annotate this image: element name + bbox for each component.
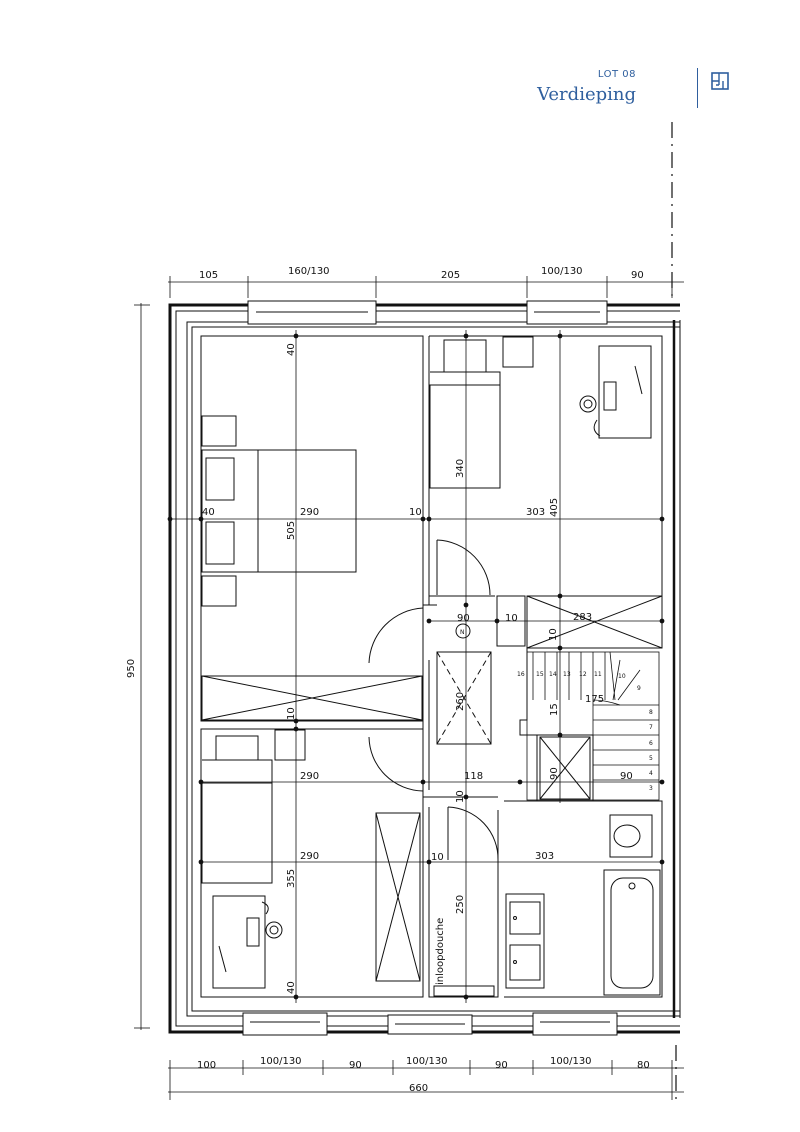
stair-step: 7 [649,724,653,731]
stair-step: 5 [649,755,653,762]
stair-step: 3 [649,785,653,792]
dim-closet-height: 90 [549,767,560,780]
double-bed [201,415,357,607]
title-block: LOT 08 Verdieping [537,66,750,112]
dim-stairs-width2: 90 [620,771,633,782]
dim-bedroom3-wall: 10 [286,707,297,720]
lot-number: LOT 08 [597,69,636,80]
dim-bedroom1-width: 290 [300,507,319,518]
stair-step: 13 [563,671,571,678]
dim-bathroom-height: 250 [455,895,466,914]
stair-step: 11 [594,671,602,678]
header-divider [697,68,698,108]
north-label: N [460,629,465,636]
dim-bedroom2-height2: 405 [549,498,560,517]
stair-void [436,651,492,745]
desk-bedroom3 [212,895,283,989]
dim-bottom: 100 [197,1060,216,1071]
dim-bedroom1-top-margin: 40 [286,343,297,356]
stair-step: 10 [618,673,626,680]
dim-hall-width: 90 [457,613,470,624]
floor-plan-icon [711,72,729,90]
dim-bottom: 90 [495,1060,508,1071]
dim-bedroom1-height: 505 [286,521,297,540]
stair-step: 16 [517,671,525,678]
dim-stairs-width: 175 [585,694,604,705]
dim-top: 205 [441,270,460,281]
dim-bottom: 100/130 [550,1056,592,1067]
wardrobes [201,595,663,982]
staircase [526,651,660,801]
desk-bedroom2 [579,345,652,439]
stair-step: 4 [649,770,653,777]
shower-label: inloopdouche [435,918,446,985]
windows [242,300,618,1036]
dim-storage-height: 10 [548,628,559,641]
stair-step: 6 [649,740,653,747]
dim-bedroom3-width: 290 [300,771,319,782]
dim-total-width: 660 [409,1083,428,1094]
dim-bedroom2-width: 303 [526,507,545,518]
dim-top: 160/130 [288,266,330,277]
stair-step: 9 [637,685,641,692]
dim-storage-wall: 10 [505,613,518,624]
dim-bottom: 100/130 [260,1056,302,1067]
north-arrow-icon: N [455,623,471,639]
dim-hall-height: 260 [455,692,466,711]
dim-bottom: 100/130 [406,1056,448,1067]
dim-stairs-height: 15 [549,703,560,716]
dimension-lines [134,276,684,1100]
dim-top: 100/130 [541,266,583,277]
dim-top: 90 [631,270,644,281]
dim-bottom: 90 [349,1060,362,1071]
bathroom-fixtures [433,814,661,997]
floor-level-title: Verdieping [537,84,636,105]
dim-bedroom3-width2: 290 [300,851,319,862]
single-bed-bedroom3 [201,729,306,884]
stair-step: 15 [536,671,544,678]
dim-top: 105 [199,270,218,281]
dim-bottom: 80 [637,1060,650,1071]
stair-step: 8 [649,709,653,716]
dim-bedroom3-height: 355 [286,869,297,888]
stair-step-numbers: 16 15 14 13 12 11 10 9 8 7 6 5 4 3 [517,671,653,792]
dim-landing-wall: 10 [455,790,466,803]
dim-bedroom2-height: 340 [455,459,466,478]
doors [368,539,499,861]
single-bed-bedroom2 [429,336,534,489]
dim-bedroom1-right: 10 [409,507,422,518]
dim-bedroom1-left: 40 [202,507,215,518]
dim-landing-width: 118 [464,771,483,782]
dim-storage-width: 283 [573,612,592,623]
dim-bedroom3-bottom-margin: 40 [286,981,297,994]
dim-bathroom-wall: 10 [431,852,444,863]
dim-total-height: 950 [126,659,137,678]
stair-step: 12 [579,671,587,678]
dim-bathroom-width: 303 [535,851,554,862]
stair-step: 14 [549,671,557,678]
